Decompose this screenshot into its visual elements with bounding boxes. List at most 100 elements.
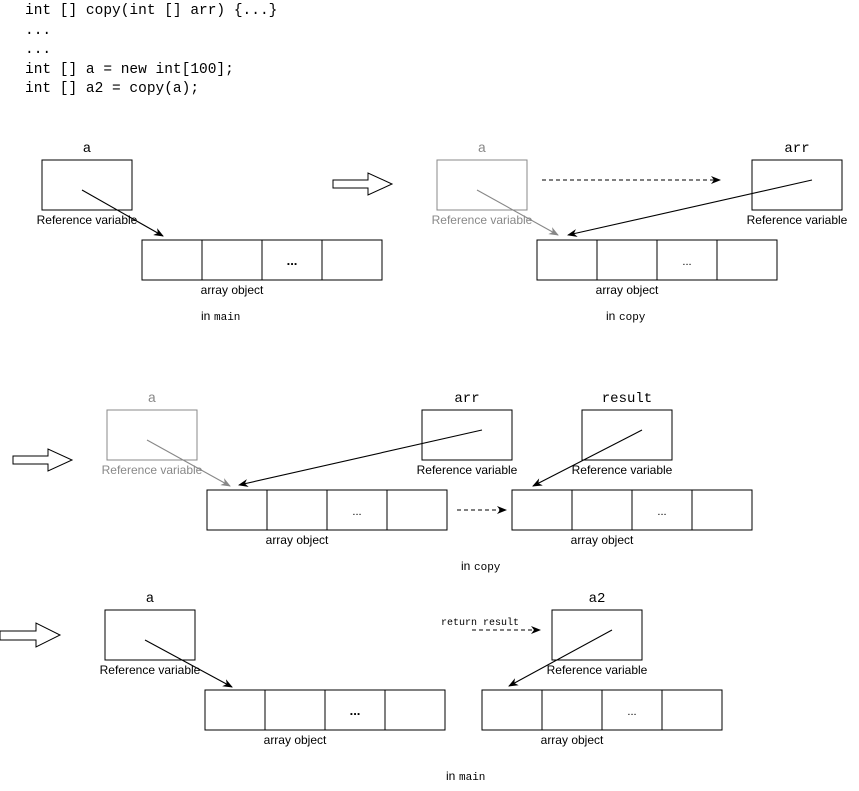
variable-a: a Reference variable xyxy=(100,591,233,688)
array-object-copy: ... array object xyxy=(511,489,753,547)
variable-a-faded: a Reference variable xyxy=(432,141,559,236)
array-cell xyxy=(264,689,326,731)
array-cell xyxy=(206,489,268,531)
return-result-annotation: return result xyxy=(441,617,541,634)
variable-box xyxy=(436,159,528,211)
variable-a-faded: a Reference variable xyxy=(102,391,231,487)
reference-arrow xyxy=(144,639,233,688)
scope-name: copy xyxy=(474,562,501,574)
array-cell xyxy=(716,239,778,281)
array-cell xyxy=(384,689,446,731)
variable-name: a xyxy=(148,391,156,407)
scope-label: in copy xyxy=(461,559,501,574)
array-object: ... array object xyxy=(536,239,778,297)
transition-arrow-icon xyxy=(332,172,394,196)
reference-arrow xyxy=(532,429,643,487)
array-cell xyxy=(481,689,543,731)
array-object-copy: ... array object xyxy=(481,689,723,747)
array-cell xyxy=(201,239,263,281)
reference-arrow xyxy=(81,189,164,237)
variable-name: a2 xyxy=(589,591,606,607)
variable-box xyxy=(41,159,133,211)
variable-name: arr xyxy=(784,141,809,157)
array-cell xyxy=(691,489,753,531)
code-line: int [] a = new int[100]; xyxy=(25,61,234,78)
variable-a2: a2 Reference variable xyxy=(508,591,648,687)
variable-arr: arr Reference variable xyxy=(238,391,518,487)
variable-name: a xyxy=(146,591,154,607)
scope-label: in main xyxy=(446,769,485,784)
array-caption: array object xyxy=(266,533,329,547)
transition-arrow-icon xyxy=(0,622,62,648)
reference-arrow xyxy=(567,179,813,237)
variable-arr: arr Reference variable xyxy=(567,141,848,237)
scope-name: copy xyxy=(619,312,646,324)
variable-name: a xyxy=(478,141,486,157)
reference-arrow xyxy=(146,439,231,487)
variable-box xyxy=(106,409,198,461)
variable-result: result Reference variable xyxy=(532,391,673,487)
variable-box xyxy=(421,409,513,461)
array-cell xyxy=(511,489,573,531)
scope-prefix: in xyxy=(446,769,455,783)
array-cell xyxy=(204,689,266,731)
variable-caption: Reference variable xyxy=(100,663,201,677)
scope-prefix: in xyxy=(201,309,210,323)
panel-step3: a Reference variable arr Reference varia… xyxy=(102,391,753,574)
array-cell xyxy=(321,239,383,281)
variable-box xyxy=(581,409,673,461)
variable-box xyxy=(551,609,643,661)
array-cell xyxy=(386,489,448,531)
variable-caption: Reference variable xyxy=(747,213,848,227)
reference-arrow xyxy=(476,189,559,236)
variable-box xyxy=(104,609,196,661)
variable-caption: Reference variable xyxy=(417,463,518,477)
array-ellipsis: ... xyxy=(287,253,298,268)
variable-caption: Reference variable xyxy=(102,463,203,477)
code-line: int [] copy(int [] arr) {...} xyxy=(25,3,278,19)
array-ellipsis: ... xyxy=(682,256,691,268)
variable-caption: Reference variable xyxy=(547,663,648,677)
array-ellipsis: ... xyxy=(352,506,361,518)
scope-label: in main xyxy=(201,309,240,324)
variable-box xyxy=(751,159,843,211)
array-cell xyxy=(266,489,328,531)
array-cell xyxy=(661,689,723,731)
scope-prefix: in xyxy=(606,309,615,323)
array-caption: array object xyxy=(571,533,634,547)
array-ellipsis: ... xyxy=(657,506,666,518)
scope-prefix: in xyxy=(461,559,470,573)
transition-arrow-icon xyxy=(12,448,74,472)
scope-name: main xyxy=(459,772,485,784)
reference-arrow xyxy=(508,629,613,687)
panel-step1: a Reference variable ... array object in… xyxy=(37,141,383,324)
variable-a: a Reference variable xyxy=(37,141,164,237)
code-line: ... xyxy=(25,22,52,39)
array-object-original: ... array object xyxy=(204,689,446,747)
array-caption: array object xyxy=(541,733,604,747)
array-caption: array object xyxy=(596,283,659,297)
array-object: ... array object xyxy=(141,239,383,297)
code-line: int [] a2 = copy(a); xyxy=(25,81,200,97)
array-cell xyxy=(141,239,203,281)
scope-label: in copy xyxy=(606,309,646,324)
return-result-label: return result xyxy=(441,617,519,629)
array-cell xyxy=(536,239,598,281)
variable-caption: Reference variable xyxy=(432,213,533,227)
array-cell xyxy=(596,239,658,281)
array-cell xyxy=(541,689,603,731)
panel-step4: a Reference variable ... array object re… xyxy=(100,591,723,784)
variable-name: a xyxy=(83,141,91,157)
variable-caption: Reference variable xyxy=(37,213,138,227)
array-ellipsis: ... xyxy=(350,703,361,718)
array-cell xyxy=(571,489,633,531)
variable-name: arr xyxy=(454,391,479,407)
panel-step2: a Reference variable arr Reference varia… xyxy=(432,141,848,324)
variable-caption: Reference variable xyxy=(572,463,673,477)
array-object-original: ... array object xyxy=(206,489,448,547)
code-line: ... xyxy=(25,42,52,58)
reference-arrow xyxy=(238,429,483,487)
variable-name: result xyxy=(602,391,652,407)
code-snippet: int [] copy(int [] arr) {...} ... ... in… xyxy=(25,2,277,100)
